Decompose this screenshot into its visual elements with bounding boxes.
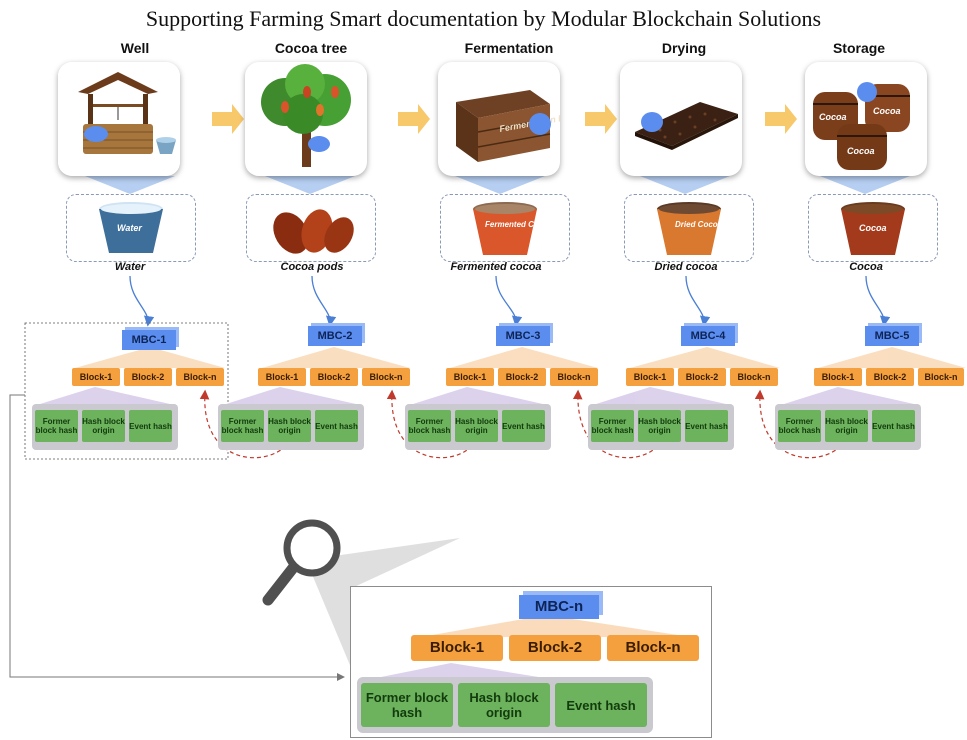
product-label-dried-cocoa: Dried cocoa: [654, 261, 718, 273]
stage-card-drying: [620, 62, 742, 176]
page-title: Supporting Farming Smart documentation b…: [145, 6, 822, 31]
chain-4-origin-hash: Hash block origin: [638, 410, 681, 442]
zoom-origin-hash: Hash block origin: [458, 683, 550, 727]
chain-4-event-hash: Event hash: [685, 410, 728, 442]
zoom-block-1: Block-1: [411, 635, 503, 661]
stage-label-storage: Storage: [832, 40, 886, 56]
stage-card-storage: Cocoa Cocoa Cocoa: [805, 62, 927, 176]
stage-label-cocoa-tree: Cocoa tree: [274, 40, 348, 56]
well-icon: [58, 62, 180, 176]
stage-label-fermentation: Fermentation: [464, 40, 554, 56]
chain-4-block-n: Block-n: [730, 368, 778, 386]
chain-2-former-hash: Former block hash: [221, 410, 264, 442]
product-label-water: Water: [114, 261, 146, 273]
chain-1-event-hash: Event hash: [129, 410, 172, 442]
zoom-leader: [9, 394, 345, 681]
chain-3-block-n: Block-n: [550, 368, 598, 386]
magnifier-icon: [262, 519, 341, 606]
product-card-cocoa: Cocoa: [808, 194, 938, 262]
zoom-fans: [371, 615, 691, 679]
chain-2-block-n: Block-n: [362, 368, 410, 386]
zoom-triangles: [85, 176, 910, 194]
chain-1-block-2: Block-2: [124, 368, 172, 386]
chain-links: [199, 389, 846, 459]
drying-tray-icon: [635, 102, 738, 150]
cocoa-tree-icon: [261, 64, 351, 167]
chain-1-block-n: Block-n: [176, 368, 224, 386]
fermented-cocoa-text: Fermented Cocoa: [485, 220, 553, 229]
mbc-5: MBC-5: [865, 326, 919, 346]
zoom-former-hash: Former block hash: [361, 683, 453, 727]
chain-5-block-n: Block-n: [918, 368, 964, 386]
selection-box: [24, 322, 229, 460]
chain-5-block-2: Block-2: [866, 368, 914, 386]
mbc-2: MBC-2: [308, 326, 362, 346]
zoom-panel: MBC-n Block-1 Block-2 Block-n Former blo…: [350, 586, 712, 738]
storage-barrels-icon: Cocoa Cocoa Cocoa: [813, 82, 910, 170]
block-hash-fans: [40, 387, 914, 404]
product-label-cocoa: Cocoa: [849, 261, 883, 273]
chain-3-block-1: Block-1: [446, 368, 494, 386]
stage-label-well: Well: [120, 40, 150, 56]
product-card-water: Water: [66, 194, 196, 262]
chain-1-block-1: Block-1: [72, 368, 120, 386]
chain-5-former-hash: Former block hash: [778, 410, 821, 442]
chain-5-event-hash: Event hash: [872, 410, 915, 442]
mbc-3: MBC-3: [496, 326, 550, 346]
product-label-fermented-cocoa: Fermented cocoa: [450, 261, 542, 273]
chain-3-former-hash: Former block hash: [408, 410, 451, 442]
chain-1-origin-hash: Hash block origin: [82, 410, 125, 442]
zoom-mbc-n: MBC-n: [519, 595, 599, 619]
stage-flow-arrows: [212, 104, 797, 134]
zoom-block-n: Block-n: [607, 635, 699, 661]
product-card-fermented-cocoa: Fermented Cocoa: [440, 194, 570, 262]
cocoa-pods-icon: [273, 209, 354, 254]
fermented-cocoa-icon: Fermented Cocoa: [473, 202, 553, 255]
product-label-cocoa-pods: Cocoa pods: [280, 261, 344, 273]
cocoa-bowl-text: Cocoa: [859, 223, 887, 233]
chain-2-event-hash: Event hash: [315, 410, 358, 442]
chain-1-former-hash: Former block hash: [35, 410, 78, 442]
mbc-block-fans: [75, 347, 966, 368]
stage-card-well: [58, 62, 180, 176]
stage-card-fermentation: Fermentation Box: [438, 62, 560, 176]
barrel-text-1: Cocoa: [819, 112, 847, 122]
stage-label-drying: Drying: [661, 40, 707, 56]
chain-2-block-2: Block-2: [310, 368, 358, 386]
chain-5-block-1: Block-1: [814, 368, 862, 386]
chain-4-block-2: Block-2: [678, 368, 726, 386]
product-to-mbc-arrows: [129, 275, 891, 327]
chain-2-block-1: Block-1: [258, 368, 306, 386]
stage-card-cocoa-tree: [245, 62, 367, 176]
mbc-1: MBC-1: [122, 330, 176, 350]
dried-cocoa-icon: Dried Cocoa: [657, 202, 723, 255]
chain-3-block-2: Block-2: [498, 368, 546, 386]
water-bucket-icon: Water: [99, 202, 163, 253]
barrel-text-2: Cocoa: [873, 106, 901, 116]
cocoa-bowl-icon: Cocoa: [841, 202, 905, 255]
chain-3-event-hash: Event hash: [502, 410, 545, 442]
zoom-block-2: Block-2: [509, 635, 601, 661]
chain-4-block-1: Block-1: [626, 368, 674, 386]
chain-3-origin-hash: Hash block origin: [455, 410, 498, 442]
chain-5-origin-hash: Hash block origin: [825, 410, 868, 442]
zoom-event-hash: Event hash: [555, 683, 647, 727]
chain-4-former-hash: Former block hash: [591, 410, 634, 442]
product-card-dried-cocoa: Dried Cocoa: [624, 194, 754, 262]
mbc-4: MBC-4: [681, 326, 735, 346]
barrel-text-3: Cocoa: [847, 146, 875, 156]
chain-2-origin-hash: Hash block origin: [268, 410, 311, 442]
zoom-beam: [306, 538, 460, 670]
product-card-cocoa-pods: [246, 194, 376, 262]
dried-cocoa-text: Dried Cocoa: [675, 220, 723, 229]
fermentation-box-icon: Fermentation Box: [456, 90, 560, 162]
water-bucket-text: Water: [117, 223, 142, 233]
